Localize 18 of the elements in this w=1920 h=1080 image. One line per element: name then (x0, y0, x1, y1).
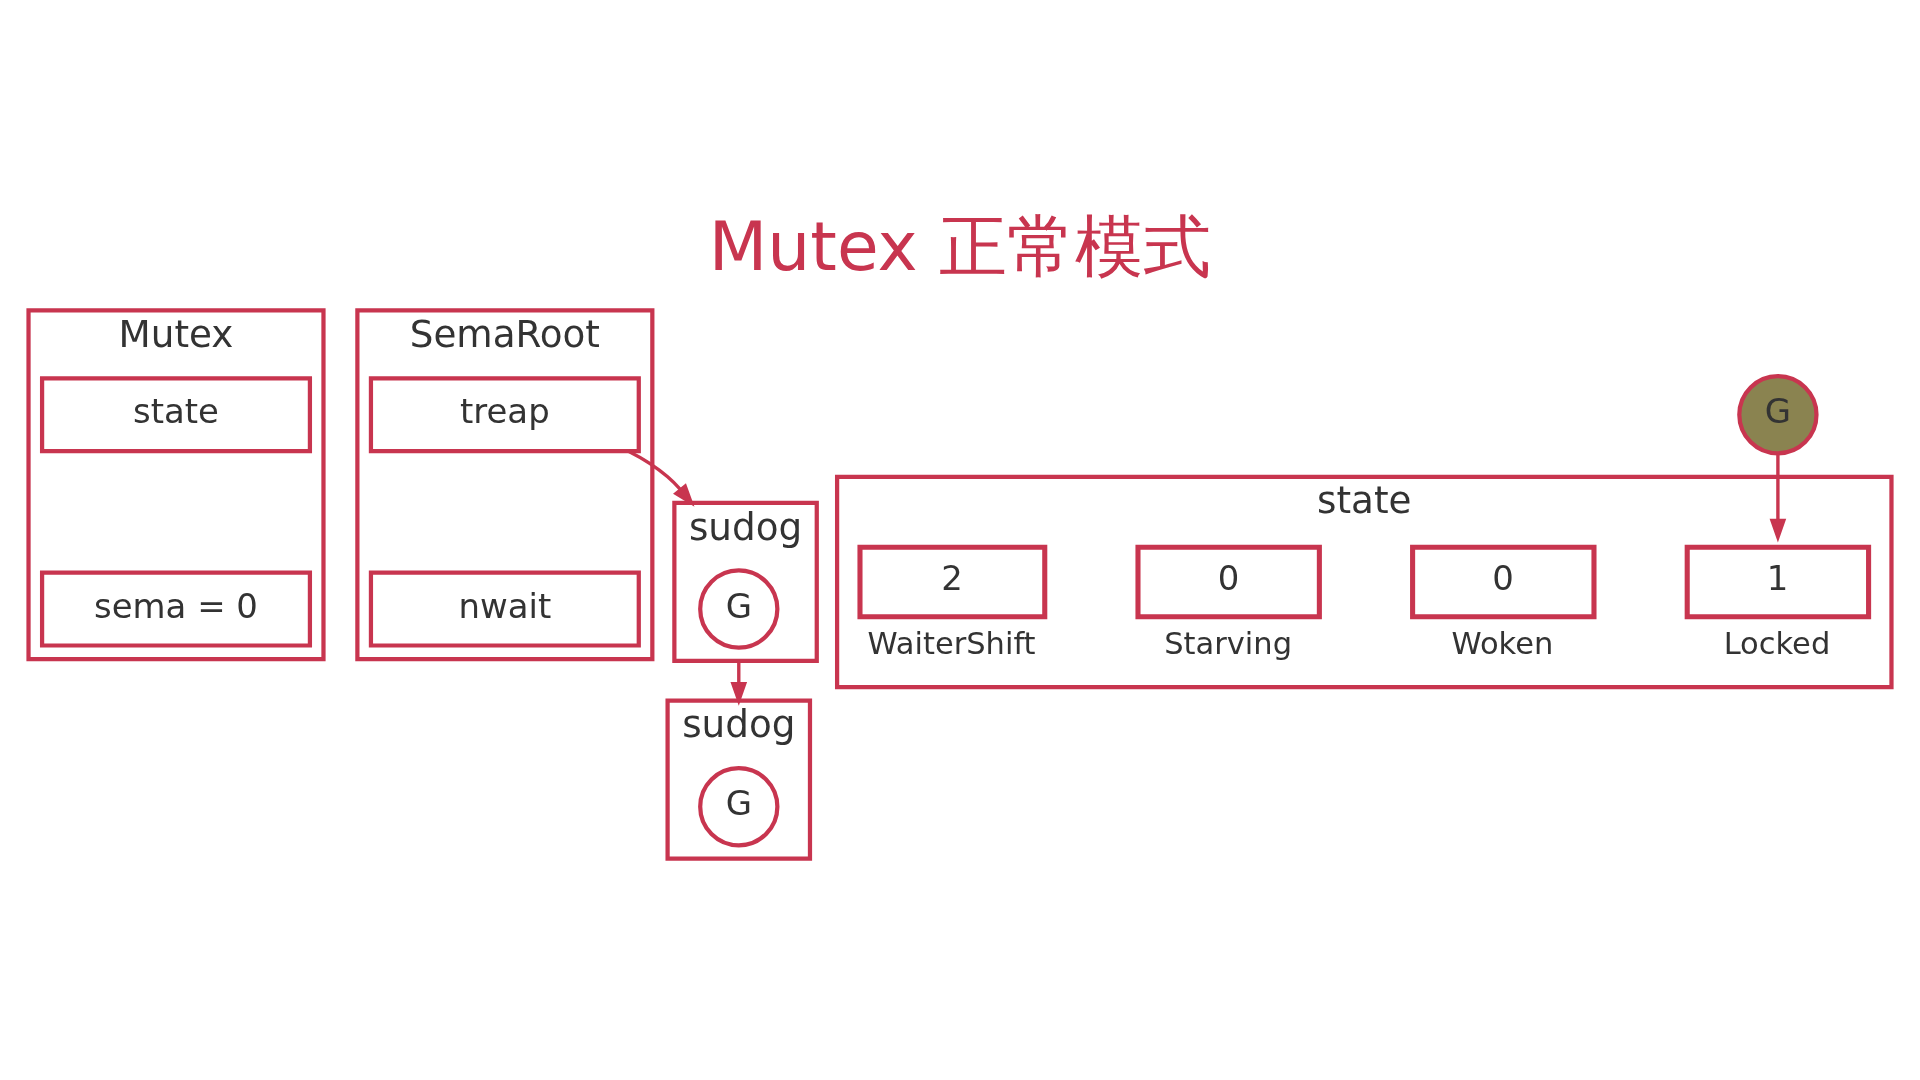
node-circle: G (698, 567, 780, 650)
node-box: treap (368, 375, 641, 453)
node-box: 0 (1135, 544, 1322, 619)
node-circle: G (698, 765, 780, 847)
node-box: state (39, 375, 313, 453)
node-label: Starving (1164, 625, 1293, 661)
node-label: WaiterShift (867, 625, 1036, 661)
diagram-title: Mutex 正常模式 (708, 206, 1212, 286)
node-label: Woken (1451, 625, 1554, 661)
node-box: 0 (1410, 544, 1597, 619)
arrow (730, 660, 748, 706)
node-circle: G (1737, 373, 1819, 455)
node-box: nwait (368, 570, 641, 648)
node-label: Locked (1723, 625, 1831, 661)
node-box: sema = 0 (39, 570, 313, 648)
arrow (1769, 452, 1787, 543)
node-box: 1 (1684, 544, 1872, 619)
node-box: 2 (857, 544, 1048, 619)
